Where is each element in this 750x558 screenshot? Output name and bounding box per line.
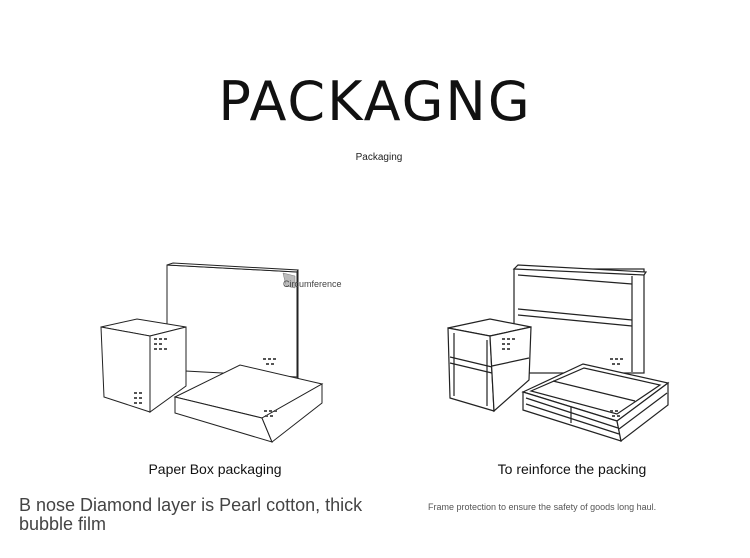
circumference-callout: Circumference xyxy=(283,279,342,289)
reinforce-caption: To reinforce the packing xyxy=(497,461,647,477)
paper-box-caption: Paper Box packaging xyxy=(148,461,282,477)
framed-cube-side xyxy=(489,326,532,413)
page-subtitle: Packaging xyxy=(355,152,403,163)
reinforce-description: Frame protection to ensure the safety of… xyxy=(428,502,657,512)
paper-box-description: B nose Diamond layer is Pearl cotton, th… xyxy=(19,495,363,534)
callout-marker xyxy=(282,272,296,289)
page-title: PACKAGNG xyxy=(218,70,532,133)
